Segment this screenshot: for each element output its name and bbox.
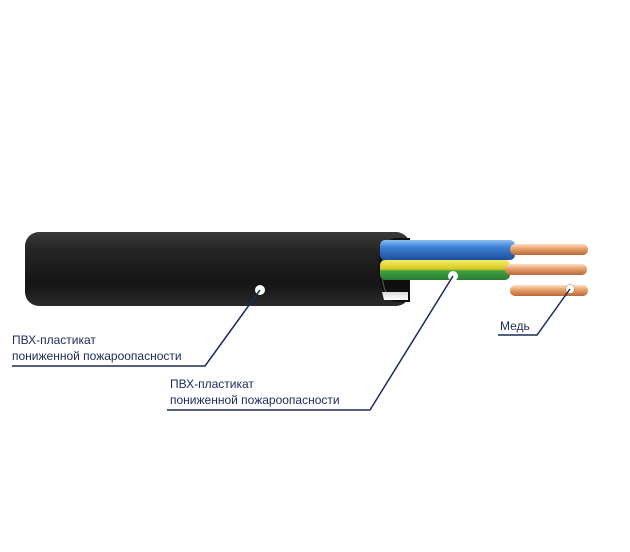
leader-line-sheath bbox=[12, 289, 261, 367]
copper-conductor-top bbox=[510, 244, 588, 255]
blue-core-insulation bbox=[380, 240, 515, 260]
copper-conductor-bottom bbox=[510, 285, 588, 296]
leader-line-conductor bbox=[498, 288, 571, 336]
callout-sheath: ПВХ-пластикат пониженной пожароопасности bbox=[12, 285, 265, 367]
insulation-label-line1: ПВХ-пластикат bbox=[170, 377, 254, 391]
insulation-label-line2: пониженной пожароопасности bbox=[170, 393, 340, 407]
yellow-green-core-insulation bbox=[380, 260, 510, 280]
callout-insulation: ПВХ-пластикат пониженной пожароопасности bbox=[167, 271, 458, 411]
copper-conductor-middle bbox=[505, 264, 587, 275]
conductor-label: Медь bbox=[500, 319, 530, 333]
leader-line-insulation bbox=[167, 275, 454, 411]
sheath-label-line1: ПВХ-пластикат bbox=[12, 333, 96, 347]
sheath-label-line2: пониженной пожароопасности bbox=[12, 349, 182, 363]
copper-conductors bbox=[505, 244, 588, 296]
outer-sheath bbox=[25, 232, 410, 306]
callout-conductor: Медь bbox=[498, 284, 575, 336]
